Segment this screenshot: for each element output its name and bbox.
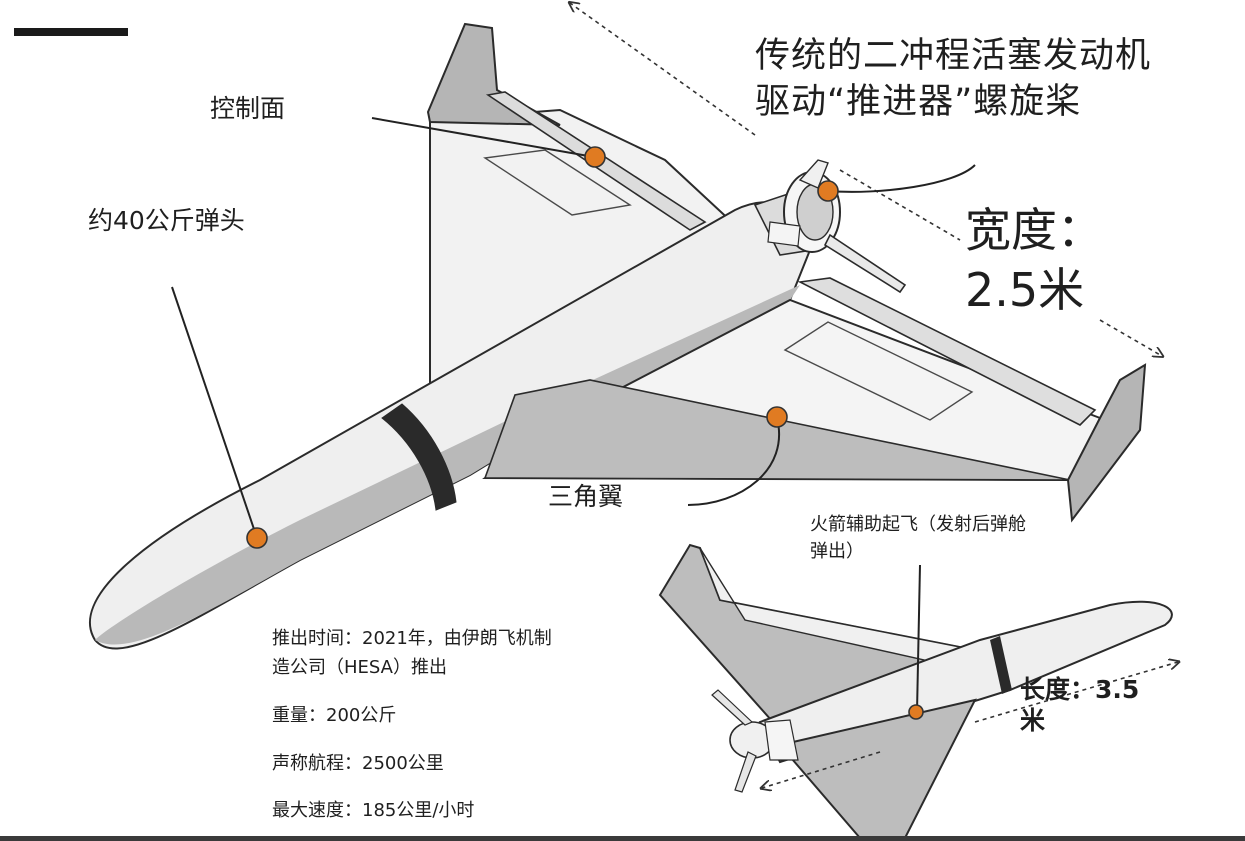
- control-surface-leader: [371, 117, 595, 158]
- footer-rule: [0, 836, 1245, 841]
- spec-range: 声称航程：2500公里: [272, 753, 444, 774]
- length-label-line2: 米: [1020, 706, 1046, 735]
- delta-wing-leader: [687, 417, 780, 506]
- delta-wing-marker: [766, 406, 788, 428]
- small-band: [990, 636, 1012, 694]
- lower-wing-underside: [483, 379, 1071, 481]
- warhead-marker: [246, 527, 268, 549]
- lower-wing-panel: [783, 321, 974, 421]
- rocket-label-line2: 弹出）: [810, 541, 864, 562]
- engine-label-line1: 传统的二冲程活塞发动机: [755, 36, 1152, 76]
- lower-control-surface: [797, 277, 1097, 426]
- fuselage-shade: [95, 285, 800, 645]
- warhead-leader: [171, 286, 258, 539]
- width-arrow-top: [570, 3, 756, 136]
- spec-weight: 重量：200公斤: [272, 705, 397, 726]
- control-surface-marker: [584, 146, 606, 168]
- spec-speed: 最大速度：185公里/小时: [272, 800, 475, 821]
- control-surface-label: 控制面: [210, 94, 286, 123]
- callout-lines: [171, 117, 976, 713]
- width-title: 宽度：: [965, 203, 1103, 257]
- width-arrow-bottom: [1099, 319, 1162, 356]
- markers: [246, 146, 924, 720]
- small-engine: [711, 689, 799, 793]
- small-fuselage: [758, 600, 1173, 764]
- engine-marker: [817, 180, 839, 202]
- spec-launch-line1: 推出时间：2021年，由伊朗飞机制: [272, 628, 552, 649]
- length-arrow-right: [974, 662, 1178, 723]
- length-label-line1: 长度：3.5: [1020, 675, 1140, 704]
- lower-fin: [1066, 363, 1147, 523]
- engine-label-line2: 驱动“推进器”螺旋桨: [755, 82, 1082, 122]
- width-arrow-mid: [839, 169, 961, 241]
- upper-fin: [426, 22, 561, 126]
- spec-launch-line2: 造公司（HESA）推出: [272, 657, 447, 678]
- warhead-band: [381, 403, 457, 511]
- width-value: 2.5米: [965, 263, 1085, 317]
- rocket-marker: [908, 704, 924, 720]
- rocket-label-line1: 火箭辅助起飞（发射后弹舱: [810, 514, 1026, 535]
- delta-wing-label: 三角翼: [548, 482, 624, 511]
- header-rule: [14, 28, 128, 36]
- upper-wing-panel: [483, 149, 632, 216]
- rocket-leader: [916, 564, 921, 713]
- small-drone: [658, 543, 1173, 839]
- engine-leader: [827, 164, 976, 193]
- warhead-label: 约40公斤弹头: [88, 206, 245, 235]
